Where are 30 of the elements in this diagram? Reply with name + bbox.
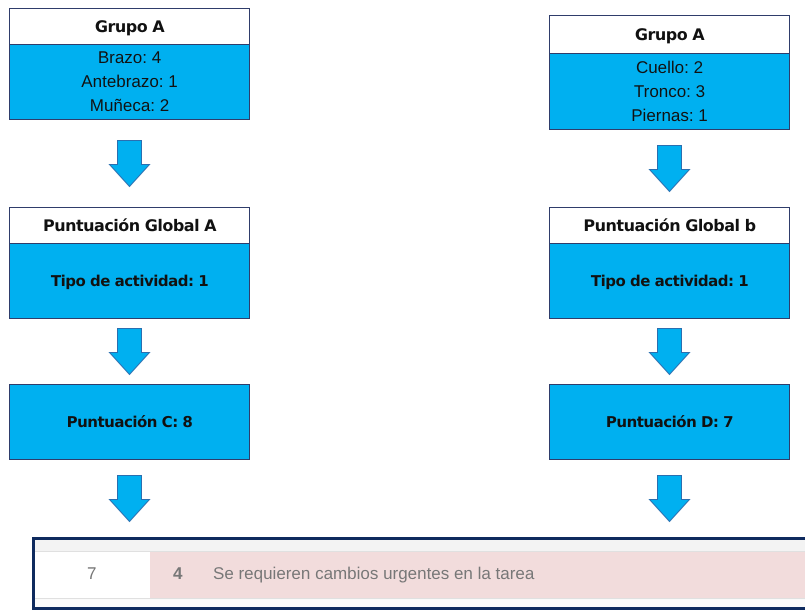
block-arrow — [108, 140, 151, 188]
table-cell: 7 — [87, 564, 96, 584]
score-text: Tipo de actividad: 1 — [50, 271, 208, 292]
table-row — [32, 537, 805, 610]
box-heading: Grupo A — [10, 9, 249, 45]
score-box — [9, 8, 250, 120]
score-text: Tronco: 3 — [634, 80, 706, 102]
block-arrow — [648, 145, 691, 192]
score-text: Brazo: 4 — [98, 47, 162, 69]
score-text: Piernas: 1 — [631, 104, 708, 126]
score-box — [9, 384, 250, 460]
block-arrow — [648, 475, 691, 522]
score-text: Tipo de actividad: 1 — [590, 271, 748, 292]
score-box — [549, 15, 790, 130]
score-text: Cuello: 2 — [636, 56, 704, 78]
score-text: Puntuación D: 7 — [606, 412, 734, 433]
score-text: Muñeca: 2 — [90, 95, 170, 117]
score-text: Antebrazo: 1 — [81, 71, 178, 93]
block-arrow — [648, 328, 691, 376]
block-arrow — [108, 475, 151, 522]
block-arrow — [108, 328, 151, 376]
score-box — [549, 384, 790, 460]
score-box — [549, 207, 790, 319]
table-cell: Se requieren cambios urgentes en la tarea — [213, 564, 534, 584]
table-cell: 4 — [173, 564, 182, 584]
score-box — [9, 207, 250, 319]
box-heading: Puntuación Global b — [550, 208, 789, 244]
box-heading: Puntuación Global A — [10, 208, 249, 244]
score-text: Puntuación C: 8 — [66, 412, 192, 433]
box-heading: Grupo A — [550, 16, 789, 54]
